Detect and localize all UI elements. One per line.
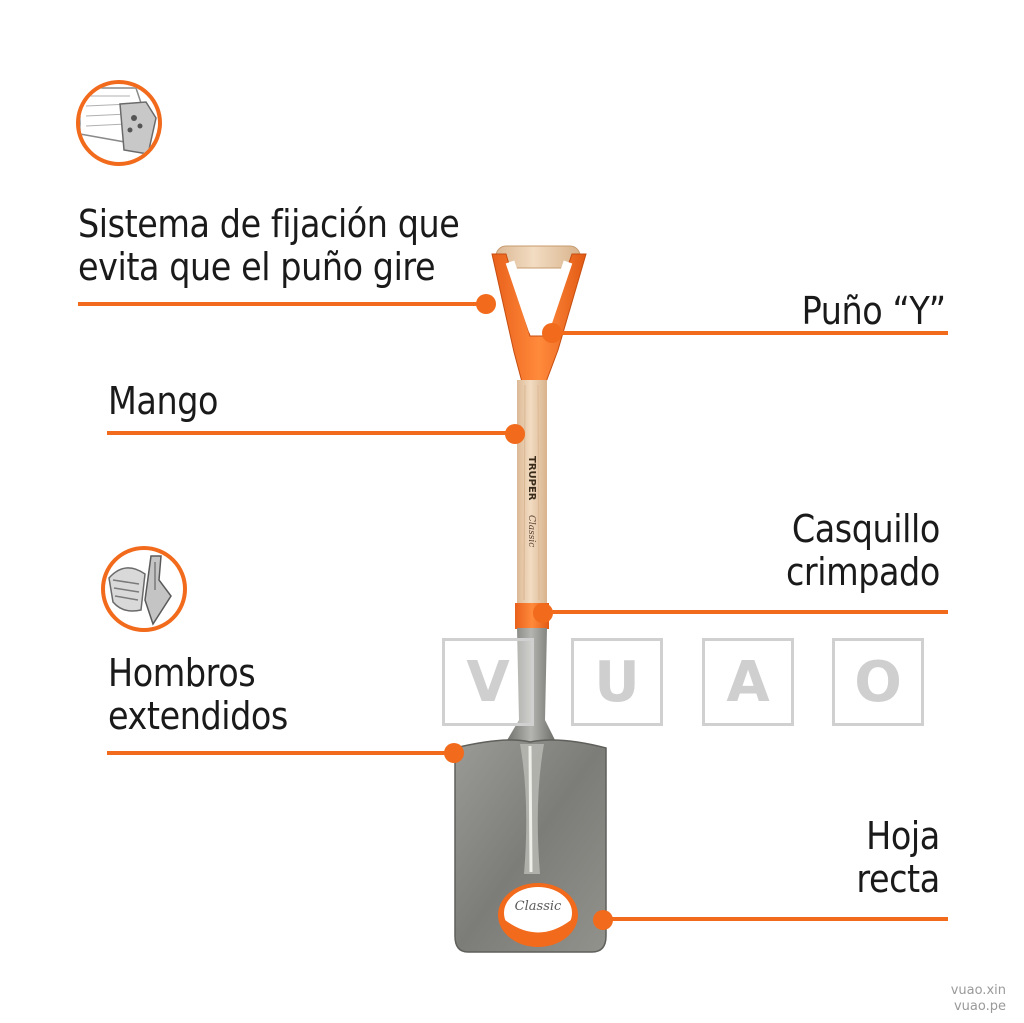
watermark-site-line2: vuao.pe (953, 998, 1006, 1014)
casquillo-label: Casquillo crimpado (786, 508, 940, 593)
extended-shoulders-detail-icon (101, 546, 187, 632)
fijacion-leader-line (78, 302, 484, 306)
mango-leader-line (107, 431, 511, 435)
watermark-letter-v: V (442, 638, 534, 726)
casquillo-label-line1: Casquillo (791, 507, 940, 551)
hombros-label: Hombros extendidos (108, 652, 288, 737)
fijacion-label-line1: Sistema de fijación que (78, 202, 460, 246)
watermark-site-line1: vuao.xin (950, 982, 1006, 998)
grip-fixation-detail-icon (76, 80, 162, 166)
casquillo-leader-dot (533, 603, 553, 623)
mango-label-text: Mango (108, 379, 219, 423)
hoja-label-line2: recta (856, 856, 941, 901)
hombros-label-line1: Hombros (108, 651, 256, 695)
hoja-label: Hoja recta (856, 814, 941, 901)
hombros-label-line2: extendidos (108, 693, 288, 738)
puno-label: Puño “Y” (802, 290, 946, 333)
fijacion-label-line2: evita que el puño gire (78, 244, 436, 289)
puno-label-text: Puño “Y” (801, 289, 946, 333)
hoja-leader-dot (593, 910, 613, 930)
fijacion-leader-dot (476, 294, 496, 314)
hoja-label-line1: Hoja (866, 814, 940, 858)
mango-label: Mango (108, 380, 218, 423)
watermark-site: vuao.xin vuao.pe (951, 983, 1006, 1016)
casquillo-leader-line (546, 610, 948, 614)
hombros-leader-line (107, 751, 455, 755)
fijacion-label: Sistema de fijación que evita que el puñ… (78, 202, 460, 289)
casquillo-label-line2: crimpado (786, 549, 940, 594)
puno-leader-line (556, 331, 948, 335)
series-print: Classic (526, 515, 536, 547)
hombros-leader-dot (444, 743, 464, 763)
puno-leader-dot (542, 323, 562, 343)
hoja-leader-line (604, 917, 948, 921)
watermark-letter-u: U (571, 638, 663, 726)
y-yoke (491, 253, 587, 383)
mango-leader-dot (505, 424, 525, 444)
label-series-text: Classic (515, 899, 562, 914)
watermark-letter-o: O (832, 638, 924, 726)
wooden-handle (517, 380, 547, 604)
watermark-letter-a: A (702, 638, 794, 726)
brand-print: TRUPER (526, 456, 537, 501)
